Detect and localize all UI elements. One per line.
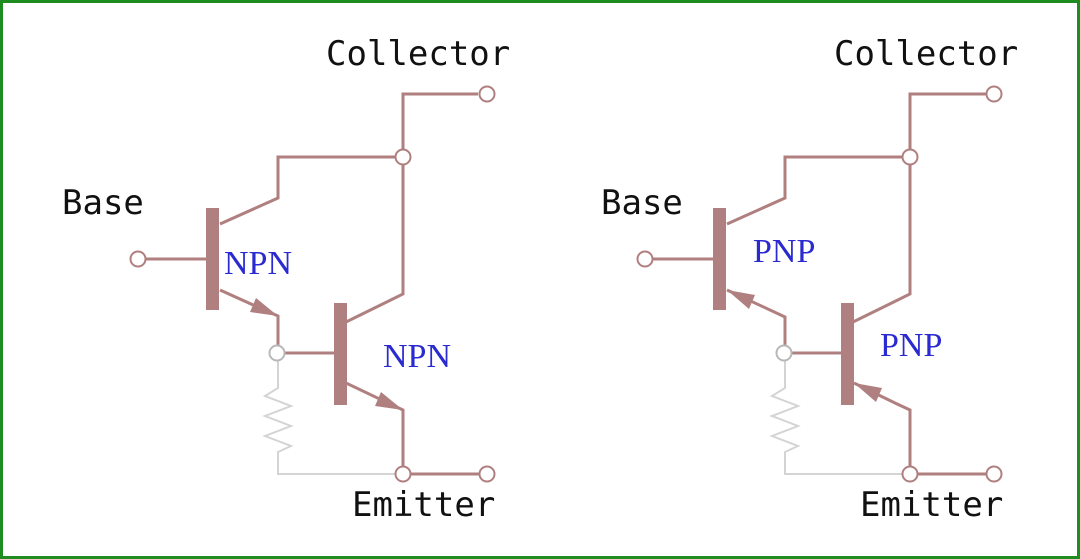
npn-resistor xyxy=(262,360,396,475)
pnp-base-terminal xyxy=(636,250,654,268)
pnp-base-label: Base xyxy=(601,183,683,223)
npn-collector-terminal xyxy=(478,85,496,103)
npn-q2-base-bar xyxy=(334,303,347,405)
pnp-emitter-junction xyxy=(901,465,919,483)
npn-q2-collector-wire xyxy=(345,157,405,324)
npn-base-label: Base xyxy=(62,183,144,223)
npn-collector-junction xyxy=(394,148,412,166)
pnp-q2-emitter-wire xyxy=(853,381,912,467)
npn-q2-emitter-wire xyxy=(345,381,405,467)
pnp-collector-junction xyxy=(901,148,919,166)
npn-emitter-label: Emitter xyxy=(352,485,495,525)
pnp-q2-label: PNP xyxy=(880,327,942,364)
pnp-q1-base-bar xyxy=(713,208,726,310)
npn-collector-label: Collector xyxy=(326,34,510,74)
npn-darlington-circuit: Collector Base Emitter NPN NPN xyxy=(62,34,510,525)
pnp-darlington-circuit: Collector Base Emitter PNP PNP xyxy=(601,34,1018,525)
npn-q1-emitter-wire xyxy=(219,288,280,352)
npn-emitter-terminal xyxy=(478,465,496,483)
pnp-resistor xyxy=(769,360,903,475)
npn-q1-label: NPN xyxy=(224,245,292,282)
pnp-q2-emitter-arrow xyxy=(854,383,882,402)
npn-q1-emitter-arrow xyxy=(250,298,278,316)
pnp-q1-label: PNP xyxy=(753,233,815,270)
pnp-collector-wire xyxy=(908,92,986,157)
npn-q1-base-bar xyxy=(206,208,219,310)
npn-q1-collector-wire xyxy=(219,155,403,226)
pnp-q1-emitter-arrow xyxy=(727,290,755,309)
pnp-collector-label: Collector xyxy=(834,34,1018,74)
pnp-emitter-label: Emitter xyxy=(860,485,1003,525)
pnp-q1-emitter-wire xyxy=(726,288,787,346)
pnp-collector-terminal xyxy=(985,85,1003,103)
npn-emitter-junction xyxy=(394,465,412,483)
pnp-mid-junction xyxy=(775,344,793,362)
pnp-q1-collector-wire xyxy=(726,155,910,226)
npn-base-terminal xyxy=(129,250,147,268)
pnp-emitter-terminal xyxy=(985,465,1003,483)
npn-q2-emitter-arrow xyxy=(375,392,403,410)
pnp-q2-collector-wire xyxy=(852,157,912,324)
npn-q2-label: NPN xyxy=(383,338,451,375)
npn-collector-wire xyxy=(401,92,478,157)
npn-mid-junction xyxy=(268,344,286,362)
darlington-diagram: Collector Base Emitter NPN NPN Coll xyxy=(62,34,1018,525)
pnp-q2-base-bar xyxy=(841,303,854,405)
